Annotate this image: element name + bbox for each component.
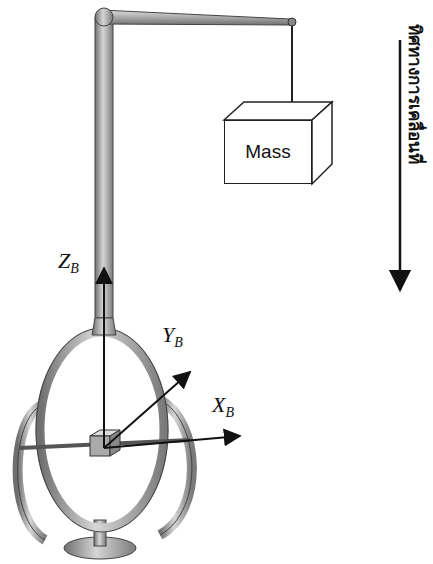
mass-box: Mass (224, 120, 312, 184)
motion-direction-label: ทิศทางการเคลื่อนที่ (402, 24, 429, 164)
arm (100, 10, 290, 25)
inner-ring (40, 332, 164, 528)
mass-label: Mass (245, 141, 290, 163)
z-axis (103, 268, 105, 448)
inner-ring-edge (36, 328, 168, 532)
axis-label: XB (212, 392, 234, 421)
axis-label: YB (162, 322, 183, 351)
x-axis (104, 436, 240, 448)
mass-side-face (312, 102, 332, 184)
string (291, 26, 293, 104)
motion-arrow (399, 40, 402, 290)
arm-joint (95, 8, 113, 26)
arm-tip (288, 18, 296, 26)
axis-label: ZB (58, 248, 79, 277)
y-axis (104, 372, 190, 448)
